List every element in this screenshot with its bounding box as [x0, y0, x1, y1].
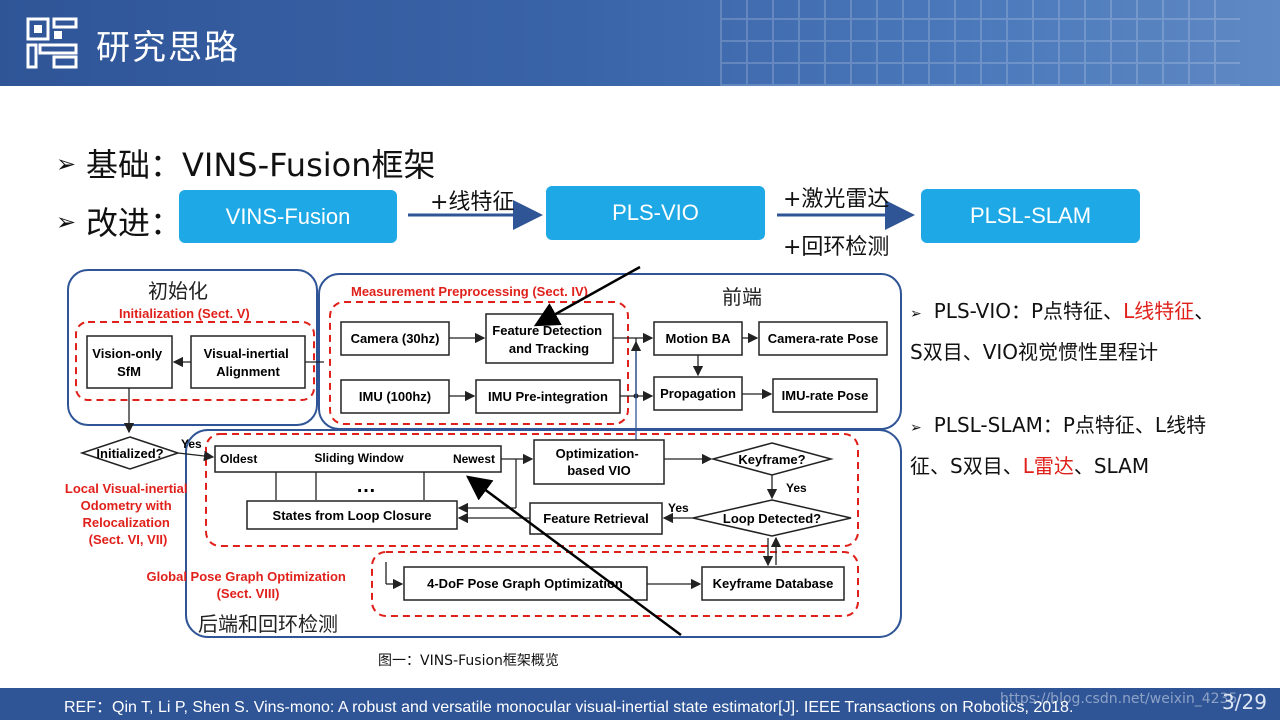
box-propagation-text: Propagation [660, 386, 736, 401]
box-feature-detection-text: Feature Detection and Tracking [492, 323, 605, 356]
annotation-arrow-frontend [533, 265, 641, 327]
box-keyframe-database-text: Keyframe Database [713, 576, 834, 591]
note-plsl-slam-part1: PLSL-SLAM：P点特征、L线特 [933, 413, 1207, 437]
box-imu-text: IMU (100hz) [359, 389, 431, 404]
footer-bar: REF：Qin T, Li P, Shen S. Vins-mono: A ro… [0, 688, 1280, 720]
box-optimization-vio-text: Optimization- based VIO [556, 446, 643, 478]
note-plsl-slam-part3: 、SLAM [1073, 454, 1150, 478]
group-init-outline [67, 269, 318, 426]
sec-init-label: Initialization (Sect. V) [119, 306, 250, 321]
bullet-basis-text: 基础：VINS-Fusion框架 [86, 146, 436, 184]
yes-label-3: Yes [668, 501, 689, 515]
box-vision-only-sfm [86, 335, 173, 389]
box-motion-ba-text: Motion BA [666, 331, 732, 346]
yes-label-1: Yes [181, 437, 202, 451]
arrow2-label-bottom: +回环检测 [783, 235, 890, 260]
decision-keyframe-text: Keyframe? [738, 452, 805, 467]
sw-oldest: Oldest [220, 452, 257, 466]
sec-local-label: Local Visual-inertial Odometry with Relo… [65, 481, 191, 547]
bullet-improve-text: 改进： [86, 204, 183, 242]
figure-caption: 图一：VINS-Fusion框架概览 [378, 653, 559, 669]
watermark: https://blog.csdn.net/weixin_4235 [1000, 691, 1238, 707]
box-imu-rate-pose-text: IMU-rate Pose [782, 388, 869, 403]
arrow-bullet-icon: ➢ [56, 208, 77, 236]
reference-text: REF：Qin T, Li P, Shen S. Vins-mono: A ro… [64, 699, 1074, 716]
box-pose-graph-text: 4-DoF Pose Graph Optimization [427, 576, 623, 591]
box-propagation [653, 376, 743, 411]
yes-label-2: Yes [786, 481, 807, 495]
box-imu-rate-pose [772, 378, 878, 413]
decision-initialized [79, 436, 181, 470]
bullet-improve: ➢ 改进： [56, 198, 182, 244]
logo-icon [26, 17, 78, 69]
note-plsl-slam-part2: 征、S双目、 [910, 454, 1023, 478]
pipeline-pls-vio: PLS-VIO [546, 186, 765, 240]
note-pls-vio-part2: 、 [1194, 299, 1215, 323]
sw-title: Sliding Window [314, 451, 404, 465]
note-pls-vio-part1: PLS-VIO：P点特征、 [933, 299, 1124, 323]
note-pls-vio-red: L线特征 [1123, 299, 1195, 323]
group-frontend-label: 前端 [722, 286, 762, 309]
group-init-label: 初始化 [148, 280, 208, 303]
sec-global-label: Global Pose Graph Optimization (Sect. VI… [147, 569, 350, 601]
sw-dots: … [356, 475, 376, 497]
box-camera-rate-pose-text: Camera-rate Pose [768, 331, 879, 346]
note-pls-vio-part3: S双目、VIO视觉惯性里程计 [910, 340, 1159, 364]
box-imu [340, 379, 450, 414]
box-keyframe-database [701, 566, 845, 601]
box-camera-text: Camera (30hz) [351, 331, 440, 346]
page-number: 3/29 [1222, 690, 1267, 714]
right-note-pls-vio: ➢ PLS-VIO：P点特征、L线特征、 S双目、VIO视觉惯性里程计 [910, 292, 1240, 371]
box-camera-rate-pose [758, 321, 888, 356]
arrow2-label-top: +激光雷达 [783, 187, 890, 212]
decision-initialized-text: Initialized? [96, 446, 163, 461]
pipeline-plsl-slam: PLSL-SLAM [921, 189, 1140, 243]
slide-title: 研究思路 [96, 28, 240, 68]
box-loop-states-text: States from Loop Closure [273, 508, 432, 523]
box-loop-states [246, 500, 458, 530]
sec-measure-label: Measurement Preprocessing (Sect. IV) [351, 284, 588, 299]
header-background-pattern [720, 0, 1240, 86]
arrow-bullet-icon: ➢ [56, 150, 77, 178]
arrow-bullet-icon: ➢ [910, 420, 922, 436]
box-vi-alignment [190, 335, 306, 389]
box-sliding-window [214, 445, 502, 473]
right-note-plsl-slam: ➢ PLSL-SLAM：P点特征、L线特 征、S双目、L雷达、SLAM [910, 406, 1240, 485]
box-vision-only-sfm-text: Vision-only SfM [92, 346, 165, 379]
note-plsl-slam-red: L雷达 [1022, 454, 1074, 478]
arrow-bullet-icon: ➢ [910, 306, 922, 322]
box-camera [340, 321, 450, 356]
box-vi-alignment-text: Visual-inertial Alignment [204, 346, 293, 379]
box-pose-graph [403, 566, 648, 601]
group-backend-label: 后端和回环检测 [198, 613, 338, 636]
title-bar: 研究思路 [0, 0, 1280, 86]
decision-loop-detected [692, 499, 852, 537]
decision-loop-detected-text: Loop Detected? [723, 511, 821, 526]
arrow1-label: +线特征 [430, 190, 515, 215]
sw-newest: Newest [453, 452, 495, 466]
box-optimization-vio [533, 439, 665, 485]
vins-fusion-diagram: 初始化 前端 后端和回环检测 Initialization (Sect. V) … [65, 265, 902, 638]
box-imu-preintegration-text: IMU Pre-integration [488, 389, 608, 404]
pipeline-vins-fusion: VINS-Fusion [179, 190, 397, 243]
box-imu-preintegration [475, 379, 621, 414]
bullet-basis: ➢ 基础：VINS-Fusion框架 [56, 140, 436, 186]
group-backend-outline [185, 429, 902, 638]
annotation-arrow-backend [465, 475, 682, 637]
box-feature-retrieval-text: Feature Retrieval [543, 511, 649, 526]
